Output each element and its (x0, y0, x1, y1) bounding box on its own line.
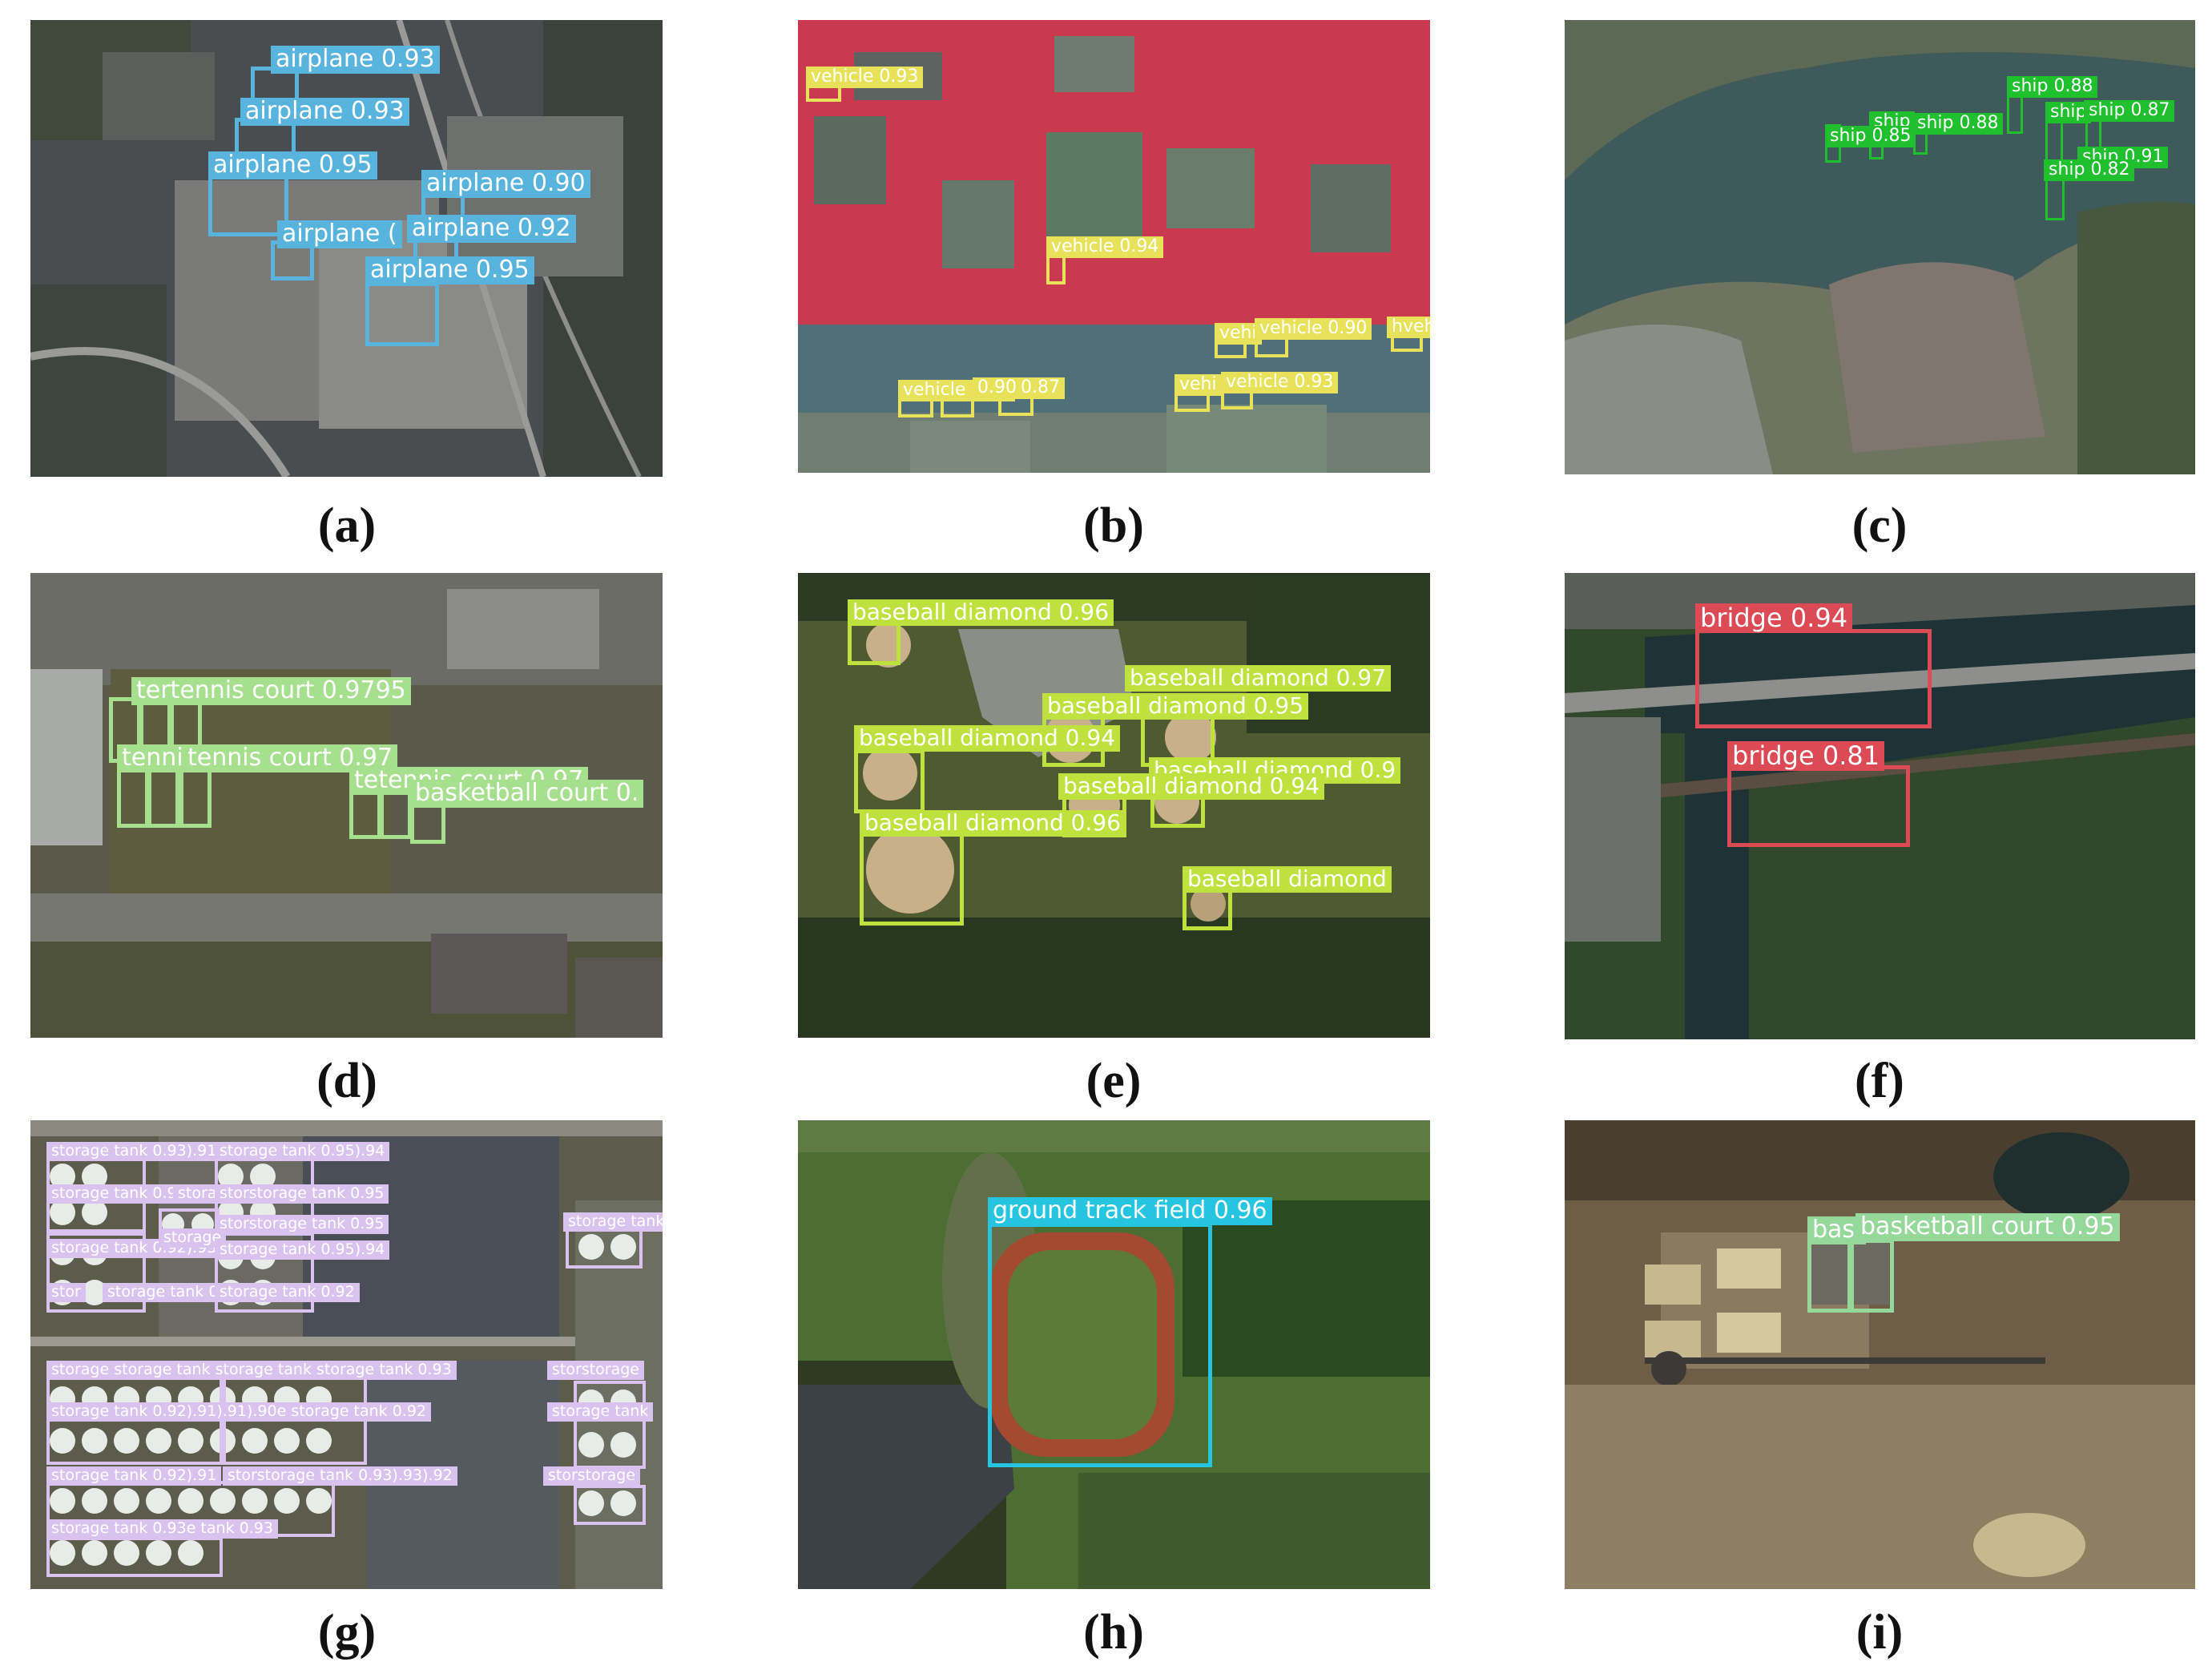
panel-g-tankfarm: storage tank 0.93).91 storage tank 0.95)… (30, 1120, 663, 1589)
detection-box (2007, 92, 2023, 134)
detection-label: 0.90 (973, 377, 1021, 399)
panel-d-courts: tertennis court 0.9795 tenni tennis cour… (30, 573, 663, 1038)
detection-label: baseball diamond 0.95 (1042, 693, 1309, 720)
detection-box (365, 282, 439, 346)
detection-box (566, 1228, 643, 1269)
detection-label: ship 0.82 (2044, 159, 2135, 181)
caption-g: (g) (317, 1605, 377, 1660)
detection-box (574, 1485, 646, 1525)
detection-label: storage tank (563, 1212, 663, 1232)
detection-label: basketball court 0. (410, 780, 644, 808)
caption-e: (e) (1086, 1054, 1142, 1108)
detection-label: storage storage tank storage tank storag… (46, 1361, 457, 1380)
detection-box (179, 765, 212, 828)
panel-a-airport: airplane 0.93 airplane 0.93 airplane 0.9… (30, 20, 663, 477)
detection-label: baseball diamond 0.96 (848, 599, 1114, 626)
detection-box (574, 1381, 646, 1469)
detection-label: baseball diamond (1183, 866, 1392, 893)
detection-label: storstorage tank 0.95 (215, 1215, 389, 1234)
detection-label: ship 0.88 (1912, 113, 2004, 135)
airport-aerial-image (30, 20, 663, 477)
detection-label: tertennis court 0.9795 (131, 677, 411, 705)
detection-label: storage tank 0.93e tank 0.93 (46, 1519, 278, 1539)
detection-label: storage tank 0.95).94 (215, 1240, 390, 1260)
detection-label: vehi (1174, 374, 1222, 396)
detection-label: ship (2045, 102, 2092, 123)
detection-label: storstorage (543, 1466, 640, 1486)
detection-label: storage tank 0.93).91 (46, 1142, 222, 1161)
detection-label: baseball diamond 0.94 (1058, 773, 1325, 800)
river-aerial-image (1565, 573, 2195, 1039)
detection-label: storage tank 0.92).91 (46, 1466, 222, 1486)
detection-label: tenni (117, 744, 188, 772)
detection-label: vehicle 0.90 (1255, 318, 1372, 340)
panel-f-bridges: bridge 0.94 bridge 0.81 (1565, 573, 2195, 1039)
detection-label: airplane ( (277, 220, 402, 248)
detection-label: basketball court 0.95 (1855, 1213, 2120, 1241)
detection-label: baseball diamond 0.94 (854, 725, 1121, 752)
detection-label: baseball diamond 0.96 (860, 810, 1126, 837)
caption-i: (i) (1855, 1605, 1904, 1660)
detection-label: bridge 0.81 (1727, 741, 1885, 771)
detection-label: vehicle 0.93 (1221, 372, 1339, 393)
detection-box (988, 1223, 1212, 1467)
detection-box (1727, 765, 1910, 847)
detection-label: storage tank 0.92).91).91).90e storage t… (46, 1402, 432, 1422)
detection-label: baseball diamond 0.97 (1125, 665, 1392, 692)
detection-label: storage tank 0.92 (215, 1283, 360, 1302)
detection-label: storstorage tank 0.95 (215, 1184, 389, 1204)
panel-b-residential: vehicle 0.93 vehicle 0.94 vehi vehicle 0… (798, 20, 1430, 473)
detection-box (46, 1537, 223, 1577)
detection-label: bridge 0.94 (1695, 603, 1853, 633)
detection-label: airplane 0.92 (407, 215, 576, 243)
detection-box (117, 765, 149, 828)
detection-box (1695, 629, 1932, 728)
detection-label: storage tank 0.95).94 (215, 1142, 390, 1161)
harbor-aerial-image (1565, 20, 2195, 474)
detection-label: ship 0.88 (2007, 76, 2098, 98)
detection-label: 0.87 (1016, 377, 1065, 399)
detection-label: airplane 0.90 (421, 170, 590, 198)
detection-label: airplane 0.95 (365, 256, 534, 284)
track-aerial-image (798, 1120, 1430, 1589)
detection-label: airplane 0.93 (271, 46, 440, 74)
detection-box (215, 1232, 314, 1313)
panel-e-ballfields: baseball diamond 0.96 baseball diamond 0… (798, 573, 1430, 1038)
park-aerial-image (1565, 1120, 2195, 1589)
detection-box (854, 749, 925, 813)
detection-label: storage tank (547, 1402, 654, 1422)
detection-label: airplane 0.95 (208, 151, 377, 179)
detection-label: ground track field 0.96 (988, 1197, 1272, 1225)
detection-label: stor (46, 1283, 86, 1302)
caption-c: (c) (1851, 498, 1908, 553)
detection-label: storstorage tank 0.93).93).92 (223, 1466, 457, 1486)
detection-label: vehicle 0.93 (806, 67, 924, 88)
panel-c-harbor: ship 0.88 ship ship 0.87 ship ship 0.88 … (1565, 20, 2195, 474)
caption-b: (b) (1083, 498, 1144, 553)
caption-a: (a) (317, 498, 377, 553)
detection-label: vehi (1215, 323, 1262, 345)
detection-label: ship 0.85 (1825, 126, 1916, 147)
panel-i-basketball: basl basketball court 0.95 (1565, 1120, 2195, 1589)
detection-box (860, 826, 964, 926)
detection-label: ship 0.87 (2084, 100, 2175, 122)
detection-label: vehicle 0.94 (1046, 236, 1164, 258)
detection-label: airplane 0.93 (240, 98, 409, 126)
detection-box (208, 172, 288, 236)
panel-h-track: ground track field 0.96 (798, 1120, 1430, 1589)
detection-box (46, 1232, 146, 1313)
caption-h: (h) (1083, 1605, 1144, 1660)
caption-f: (f) (1855, 1054, 1904, 1108)
detection-box (147, 765, 179, 828)
caption-d: (d) (316, 1054, 377, 1108)
detection-box (1847, 1239, 1894, 1313)
detection-label: storstorage (547, 1361, 644, 1380)
